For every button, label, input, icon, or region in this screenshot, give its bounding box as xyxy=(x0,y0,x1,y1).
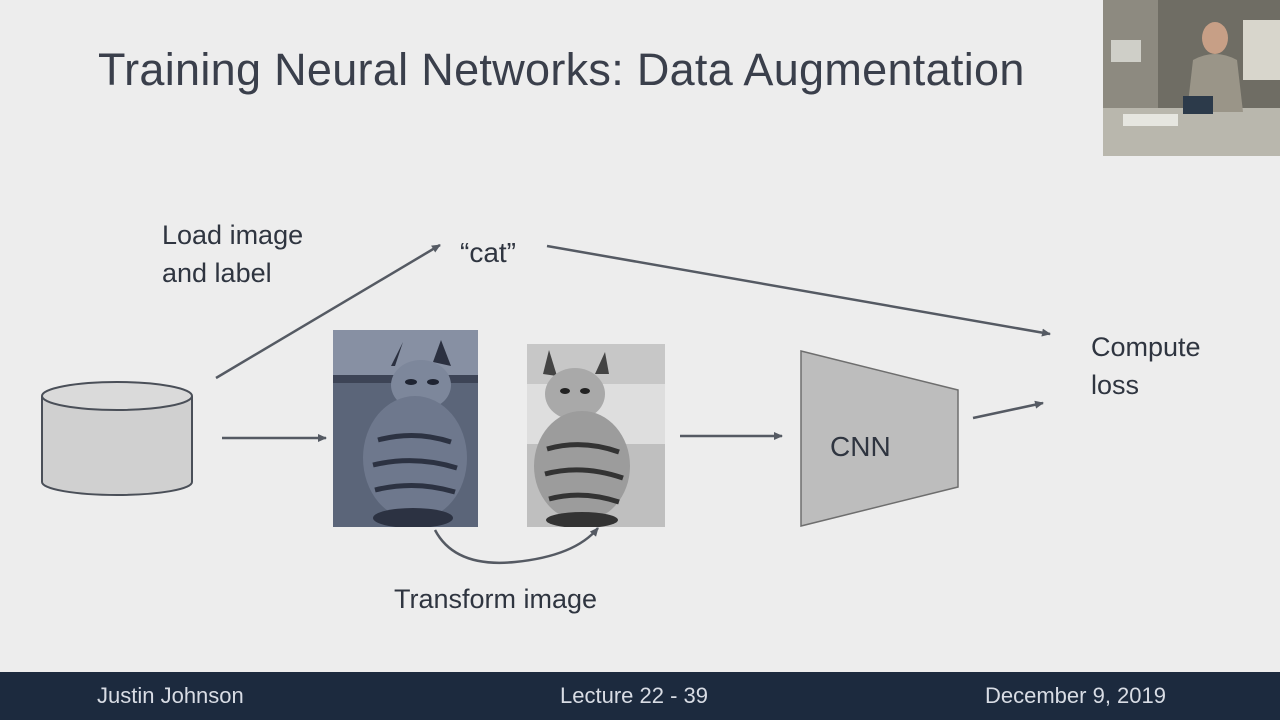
compute-loss-label: Compute loss xyxy=(1091,328,1201,404)
load-image-label-line1: Load image xyxy=(162,220,304,250)
slide-title: Training Neural Networks: Data Augmentat… xyxy=(98,44,1025,95)
footer-lecture: Lecture 22 - 39 xyxy=(560,683,708,708)
cnn-block xyxy=(800,350,959,527)
transformed-cat-image xyxy=(527,344,665,527)
transform-image-label: Transform image xyxy=(394,584,598,614)
compute-loss-label-line1: Compute xyxy=(1091,332,1201,362)
cnn-label: CNN xyxy=(830,431,891,462)
arrow-load-label xyxy=(215,243,441,380)
cat-label: “cat” xyxy=(460,237,516,268)
load-image-label: Load image and label xyxy=(162,216,303,292)
arrow-cnn-to-loss xyxy=(972,400,1044,420)
arrow-transform-curve xyxy=(433,527,599,565)
database-icon xyxy=(41,381,193,496)
load-image-label-line2: and label xyxy=(162,258,272,288)
compute-loss-label-line2: loss xyxy=(1091,370,1140,400)
arrow-label-to-loss xyxy=(546,244,1051,337)
footer-author: Justin Johnson xyxy=(97,683,244,708)
slide-footer: Justin Johnson Lecture 22 - 39 December … xyxy=(0,672,1280,720)
diagram xyxy=(41,243,1051,565)
footer-date: December 9, 2019 xyxy=(985,683,1166,708)
presenter-webcam xyxy=(1103,0,1280,156)
original-cat-image xyxy=(333,330,478,527)
